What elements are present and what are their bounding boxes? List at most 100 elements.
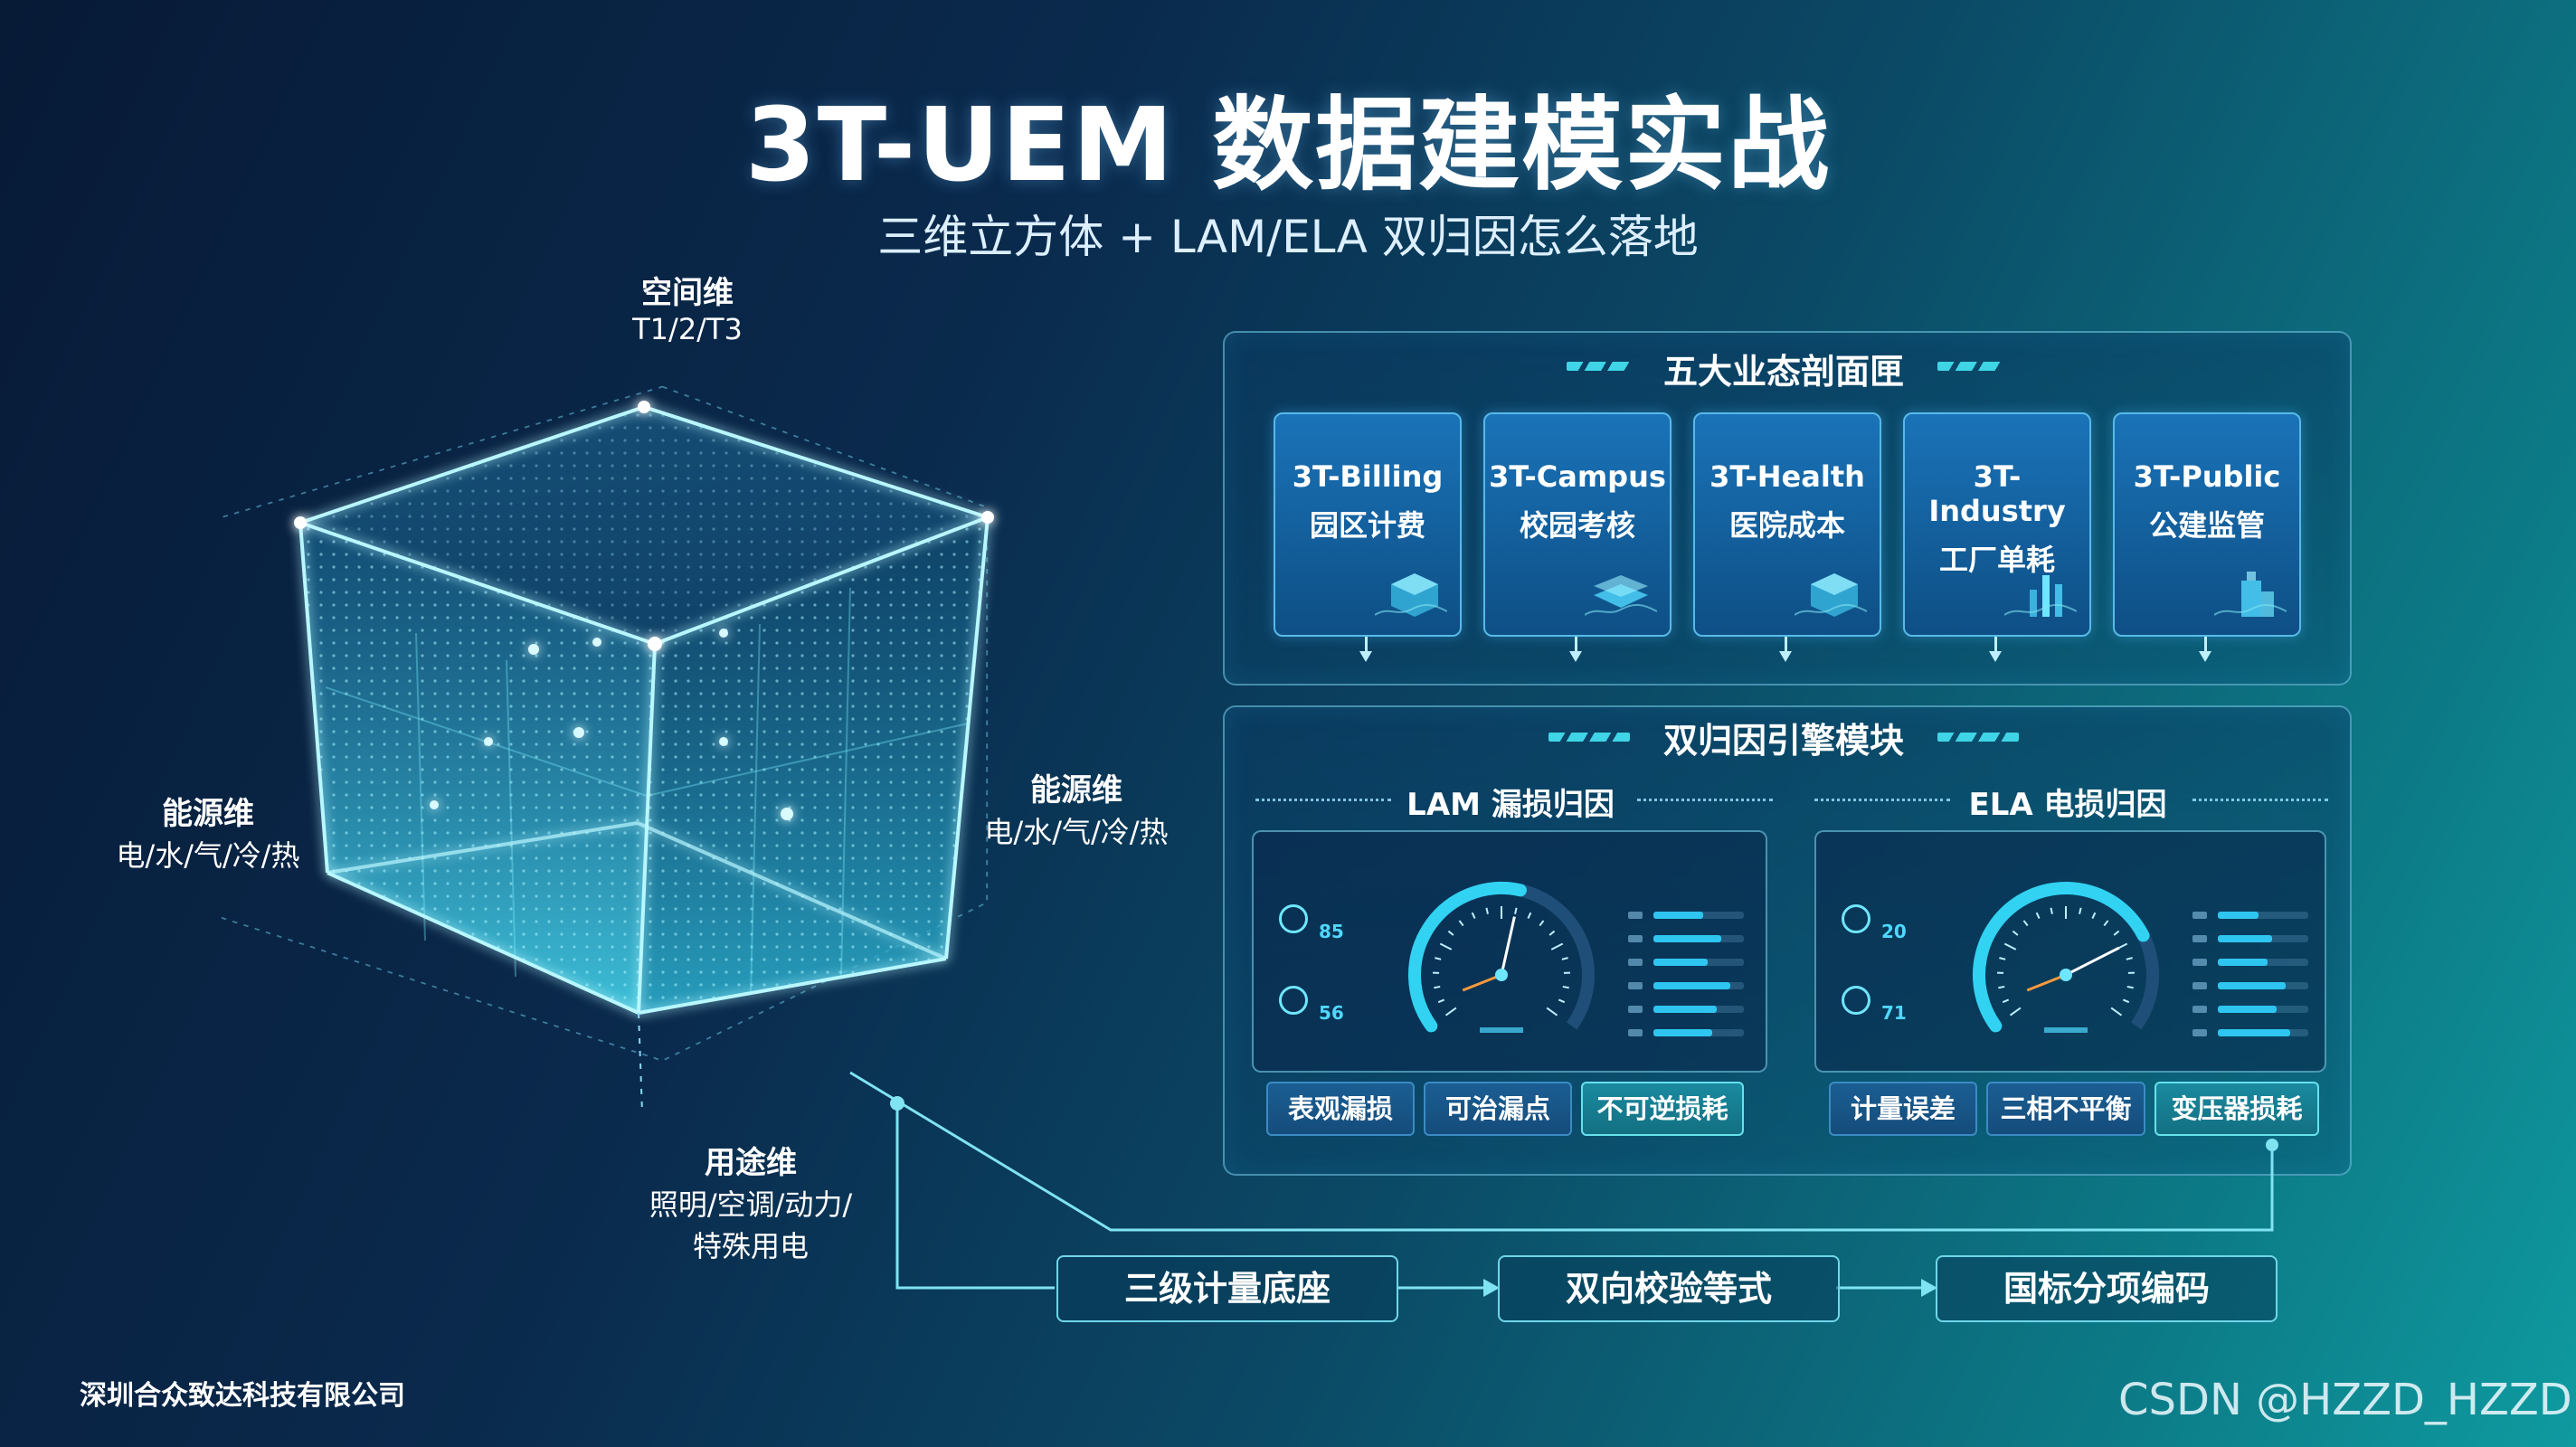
business-card-name: 园区计费 xyxy=(1309,508,1425,543)
flow-step-3: 国标分项编码 xyxy=(1936,1255,2278,1322)
ela-bar xyxy=(2218,1006,2277,1013)
gauge-icon xyxy=(1842,904,1870,933)
business-title-deco-left xyxy=(1567,362,1630,371)
gauge-tick xyxy=(1562,985,1569,989)
ela-gauge xyxy=(1973,882,2159,1033)
lam-title: LAM 漏损归因 xyxy=(1406,787,1615,823)
gauge-hub xyxy=(2060,969,2072,981)
ela-bar xyxy=(2218,935,2272,942)
lam-stat-2: 56 xyxy=(1279,977,1344,1024)
gauge-tick xyxy=(2113,930,2120,936)
axis-bottom-values-1: 照明/空调/动力/ xyxy=(649,1187,853,1222)
lam-bar-marker xyxy=(1628,1029,1643,1036)
ela-bar xyxy=(2218,1029,2290,1036)
lam-bar xyxy=(1653,959,1708,966)
business-card-name: 公建监管 xyxy=(2148,508,2265,543)
ela-tag-1[interactable]: 计量误差 xyxy=(1829,1082,1977,1136)
lam-bar-marker xyxy=(1628,912,1643,919)
business-card-arrow-stem xyxy=(2204,637,2207,653)
business-card-code: 3T-Billing xyxy=(1292,459,1444,494)
gauge-tick xyxy=(1434,985,1441,989)
business-card-code: 3T-Industry xyxy=(1928,459,2066,528)
ela-bar-marker xyxy=(2192,1006,2207,1013)
lam-bar xyxy=(1653,1006,1717,1013)
arrow-down-icon xyxy=(1779,651,1792,662)
ela-stat-value: 71 xyxy=(1881,1002,1907,1024)
gauge-tick xyxy=(2009,1007,2022,1017)
gauge-tick xyxy=(1437,998,1445,1004)
axis-top-name: 空间维 xyxy=(641,275,734,311)
page-title: 3T-UEM 数据建模实战 xyxy=(744,87,1832,204)
engine-title-deco-left xyxy=(1548,733,1630,742)
axis-bottom-label: 用途维 照明/空调/动力/ 特殊用电 xyxy=(633,1138,868,1265)
axis-left-name: 能源维 xyxy=(162,796,254,832)
gauge-tick xyxy=(1471,912,1476,919)
gauge-icon xyxy=(1842,986,1870,1015)
gauge-icon xyxy=(1279,904,1308,933)
building-icon xyxy=(2214,572,2287,617)
lam-bar xyxy=(1653,1029,1712,1036)
business-card-code: 3T-Public xyxy=(2133,459,2281,494)
business-card-3t-billing[interactable]: 3T-Billing 园区计费 xyxy=(1274,412,1462,637)
3d-cube-illustration xyxy=(217,385,994,1113)
lam-stat-1: 85 xyxy=(1279,895,1344,942)
gauge-tick xyxy=(2003,942,2017,950)
arrow-down-icon xyxy=(2199,651,2211,662)
lam-tag-2[interactable]: 可治漏点 xyxy=(1424,1082,1572,1136)
gauge-fill xyxy=(1408,882,1527,1033)
lam-gauge xyxy=(1408,882,1595,1033)
ela-bar-marker xyxy=(2192,959,2207,966)
ela-stat-2: 71 xyxy=(1842,977,1907,1024)
lam-bar-track xyxy=(1653,935,1744,942)
cube-icon xyxy=(1375,573,1447,617)
ela-bar xyxy=(2218,982,2286,989)
engine-panel-title: 双归因引擎模块 xyxy=(1662,721,1904,761)
ela-title-line-left xyxy=(1814,799,1950,801)
lam-bar-track xyxy=(1653,1006,1744,1013)
lam-bar xyxy=(1653,912,1703,919)
lam-title-line-right xyxy=(1637,799,1773,801)
arrow-down-icon xyxy=(1569,651,1582,662)
lam-stat-value: 85 xyxy=(1319,921,1344,942)
business-card-arrow-stem xyxy=(1994,637,1997,653)
ela-bar-marker xyxy=(2192,935,2207,942)
gauge-tick xyxy=(1444,1007,1457,1017)
lam-bar xyxy=(1653,935,1721,942)
lam-bar-marker xyxy=(1628,935,1643,942)
lam-bar xyxy=(1653,982,1730,989)
arrow-down-icon xyxy=(1359,651,1372,662)
gauge-tick xyxy=(1998,985,2005,989)
lam-tag-1[interactable]: 表观漏损 xyxy=(1266,1082,1415,1136)
lam-bar-track xyxy=(1653,912,1744,919)
business-card-code: 3T-Health xyxy=(1709,459,1865,494)
ela-bar xyxy=(2218,959,2268,966)
flow-step-1: 三级计量底座 xyxy=(1056,1255,1398,1322)
gauge-tick xyxy=(2022,920,2029,927)
axis-right-values: 电/水/气/冷/热 xyxy=(984,815,1169,849)
lam-tag-3[interactable]: 不可逆损耗 xyxy=(1581,1082,1744,1136)
gauge-tick xyxy=(1550,942,1564,950)
axis-right-label: 能源维 电/水/气/冷/热 xyxy=(959,765,1194,851)
page-subtitle: 三维立方体 + LAM/ELA 双归因怎么落地 xyxy=(877,211,1699,263)
ela-bar xyxy=(2218,912,2259,919)
ela-title: ELA 电损归因 xyxy=(1968,787,2167,823)
gauge-tick xyxy=(1558,998,1566,1004)
gauge-tick xyxy=(1548,930,1556,936)
gauge-tick xyxy=(1485,907,1489,914)
ela-bar-marker xyxy=(2192,982,2207,989)
business-card-3t-public[interactable]: 3T-Public 公建监管 xyxy=(2113,412,2301,637)
gauge-tick xyxy=(2103,920,2109,927)
ela-tag-2[interactable]: 三相不平衡 xyxy=(1986,1082,2145,1136)
lam-title-line-left xyxy=(1255,799,1391,801)
gauge-tick xyxy=(1514,907,1518,914)
gauge-tick xyxy=(2035,912,2041,919)
ela-bar-marker xyxy=(2192,1029,2207,1036)
ela-tag-3[interactable]: 变压器损耗 xyxy=(2155,1082,2319,1136)
gauge-tick xyxy=(1539,920,1545,927)
gauge-legend xyxy=(1480,1027,1523,1033)
gauge-tick xyxy=(1546,1007,1558,1017)
